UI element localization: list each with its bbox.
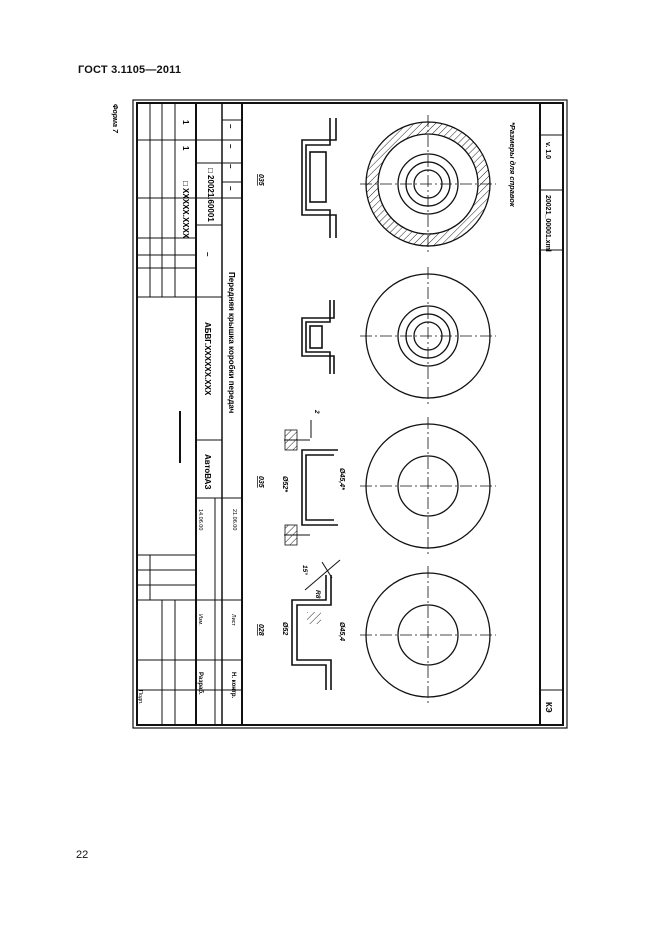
dim-d45-2: Ø45,4* bbox=[338, 468, 345, 490]
role-list: Лист bbox=[230, 614, 236, 626]
date-1: 14.06.00 bbox=[197, 509, 203, 530]
page-number: 22 bbox=[76, 849, 89, 861]
section-view-1 bbox=[291, 559, 341, 690]
dim-d45-1: Ø45,4 bbox=[338, 622, 345, 641]
role-razrab: Разраб. bbox=[197, 672, 204, 695]
hatch-area-2b bbox=[284, 524, 298, 546]
version: v. 1.0 bbox=[544, 142, 551, 159]
inner-frame bbox=[136, 102, 564, 726]
dash-2: – bbox=[226, 144, 235, 149]
part-name: Передняя крышка коробки передач bbox=[227, 272, 236, 414]
section-view-4 bbox=[301, 118, 337, 238]
section-view-3 bbox=[301, 300, 335, 374]
plan-view-3 bbox=[360, 267, 496, 405]
op-label-1: 028 bbox=[257, 624, 264, 636]
dim-ang: 15° bbox=[301, 565, 309, 575]
plan-view-1 bbox=[360, 566, 496, 704]
dim-d52: Ø52 bbox=[281, 622, 288, 635]
date-2: 21.06.00 bbox=[231, 509, 237, 530]
role-podp: Подп. bbox=[137, 690, 143, 705]
plan-view-2 bbox=[360, 417, 496, 555]
role-izm: Изм. bbox=[197, 614, 203, 626]
hatch-area-1 bbox=[307, 612, 321, 624]
form-label: Форма 7 bbox=[111, 104, 118, 134]
size-note: *Размеры для справок bbox=[508, 122, 517, 208]
op-label-2: 035 bbox=[257, 476, 264, 488]
dim-small: 2 bbox=[313, 409, 320, 414]
dash-1: – bbox=[226, 124, 235, 129]
plan-view-4 bbox=[360, 115, 496, 253]
sheet-count-1: 1 bbox=[181, 120, 190, 125]
sheet-count-2: 1 bbox=[181, 146, 190, 151]
org-name: АвтоВАЗ bbox=[203, 454, 212, 489]
outer-frame bbox=[132, 99, 568, 729]
op-label-3: 035 bbox=[257, 174, 264, 186]
title-block-lines bbox=[137, 103, 563, 725]
bottom-left-ke: КЭ bbox=[544, 702, 553, 713]
document-header: ГОСТ 3.1105—2011 bbox=[78, 64, 182, 76]
dim-r: R8 bbox=[314, 590, 321, 599]
doc-number: □ 20021.60001 bbox=[206, 168, 215, 222]
blank-cell: – bbox=[203, 252, 212, 257]
code-xxx: □ XXXXX.XXXX bbox=[181, 181, 190, 239]
hatch-area-2a bbox=[284, 429, 298, 451]
dash-3: – bbox=[226, 164, 235, 169]
dim-d52s: Ø52* bbox=[281, 476, 288, 492]
part-code: АБВГ.XXXXXX.XXX bbox=[203, 322, 212, 396]
role-nkontr: Н. контр. bbox=[230, 672, 236, 698]
file-name: 20021_00001.xml bbox=[544, 195, 551, 252]
dash-4: – bbox=[226, 186, 235, 191]
